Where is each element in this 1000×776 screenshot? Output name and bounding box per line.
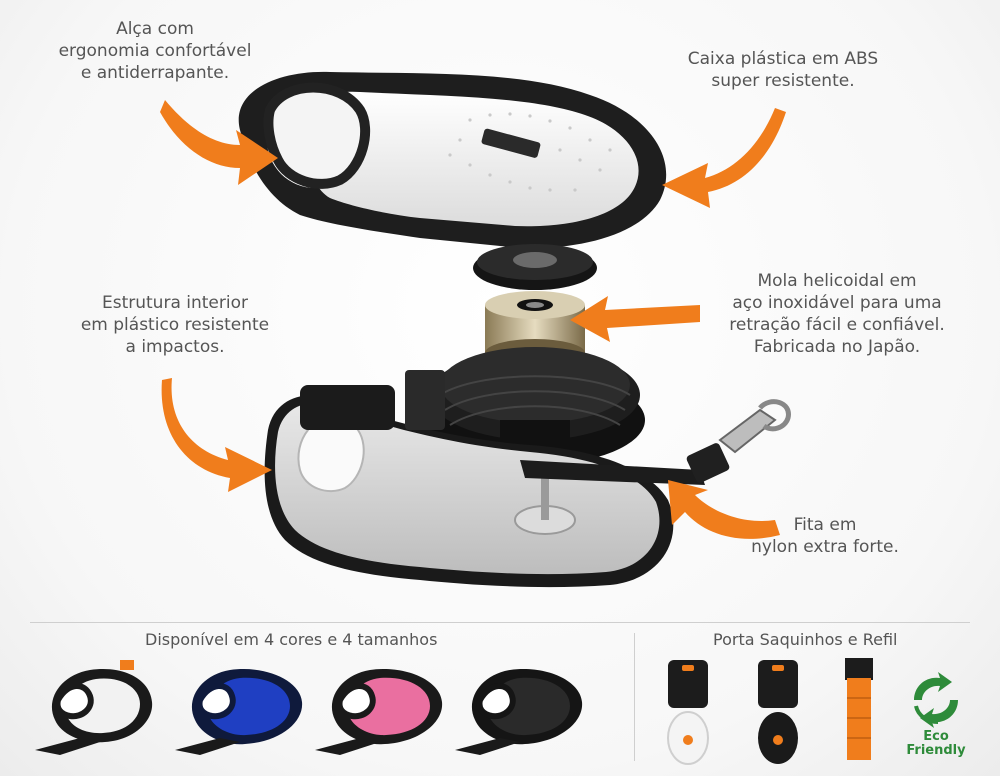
- callout-case-line-2: super resistente.: [711, 71, 855, 91]
- colors-section-title: Disponível em 4 cores e 4 tamanhos: [145, 630, 438, 649]
- eco-friendly-badge: Eco Friendly: [902, 730, 970, 758]
- bag-dispenser-black: [758, 660, 798, 764]
- callout-spring: Mola helicoidal em aço inoxidável para u…: [712, 270, 962, 358]
- bag-refill-roll: [845, 658, 873, 760]
- top-case-shell: [238, 71, 667, 249]
- callout-handle-line-2: ergonomia confortável: [58, 41, 252, 61]
- arrow-spring: [570, 296, 700, 342]
- callout-handle-line-1: Alça com: [116, 19, 194, 39]
- leash-variant-black: [455, 669, 583, 755]
- lock-mechanism: [300, 370, 445, 430]
- callout-handle: Alça com ergonomia confortável e antider…: [40, 18, 270, 84]
- leash-variant-white: [35, 660, 153, 755]
- callout-spring-line-4: Fabricada no Japão.: [753, 337, 921, 357]
- nylon-tape-hook: [520, 399, 791, 485]
- arrow-handle: [160, 100, 278, 185]
- callout-case: Caixa plástica em ABS super resistente.: [668, 48, 898, 92]
- bag-dispenser-white: [667, 660, 709, 765]
- section-divider-horizontal: [30, 622, 970, 623]
- callout-structure-line-1: Estrutura interior: [101, 293, 248, 313]
- eco-badge-line-2: Friendly: [906, 743, 966, 758]
- callout-handle-line-3: e antiderrapante.: [80, 63, 230, 83]
- callout-spring-line-2: aço inoxidável para uma: [732, 293, 942, 313]
- callout-structure-line-2: em plástico resistente: [80, 315, 270, 335]
- leash-variant-blue: [175, 669, 303, 755]
- recycle-icon: [914, 672, 958, 728]
- base-housing: [264, 395, 674, 588]
- callout-tape: Fita em nylon extra forte.: [740, 514, 910, 558]
- color-variants: [35, 660, 583, 755]
- eco-badge-line-1: Eco: [923, 729, 949, 744]
- callout-case-line-1: Caixa plástica em ABS: [687, 49, 879, 69]
- callout-arrows: [160, 100, 786, 539]
- leash-variant-pink: [315, 669, 443, 755]
- arrow-case: [662, 108, 786, 208]
- arrow-tape: [668, 480, 780, 539]
- callout-spring-line-3: retração fácil e confiável.: [729, 315, 945, 335]
- callout-structure: Estrutura interior em plástico resistent…: [65, 292, 285, 358]
- bags-section-title: Porta Saquinhos e Refil: [713, 630, 898, 649]
- section-divider-vertical: [634, 633, 635, 761]
- bag-dispensers: [667, 658, 958, 765]
- arrow-structure: [161, 378, 272, 492]
- callout-tape-line-2: nylon extra forte.: [751, 537, 899, 557]
- callout-structure-line-3: a impactos.: [125, 337, 225, 357]
- callout-spring-line-1: Mola helicoidal em: [757, 271, 917, 291]
- callout-tape-line-1: Fita em: [793, 515, 857, 535]
- gear-cap: [473, 244, 597, 290]
